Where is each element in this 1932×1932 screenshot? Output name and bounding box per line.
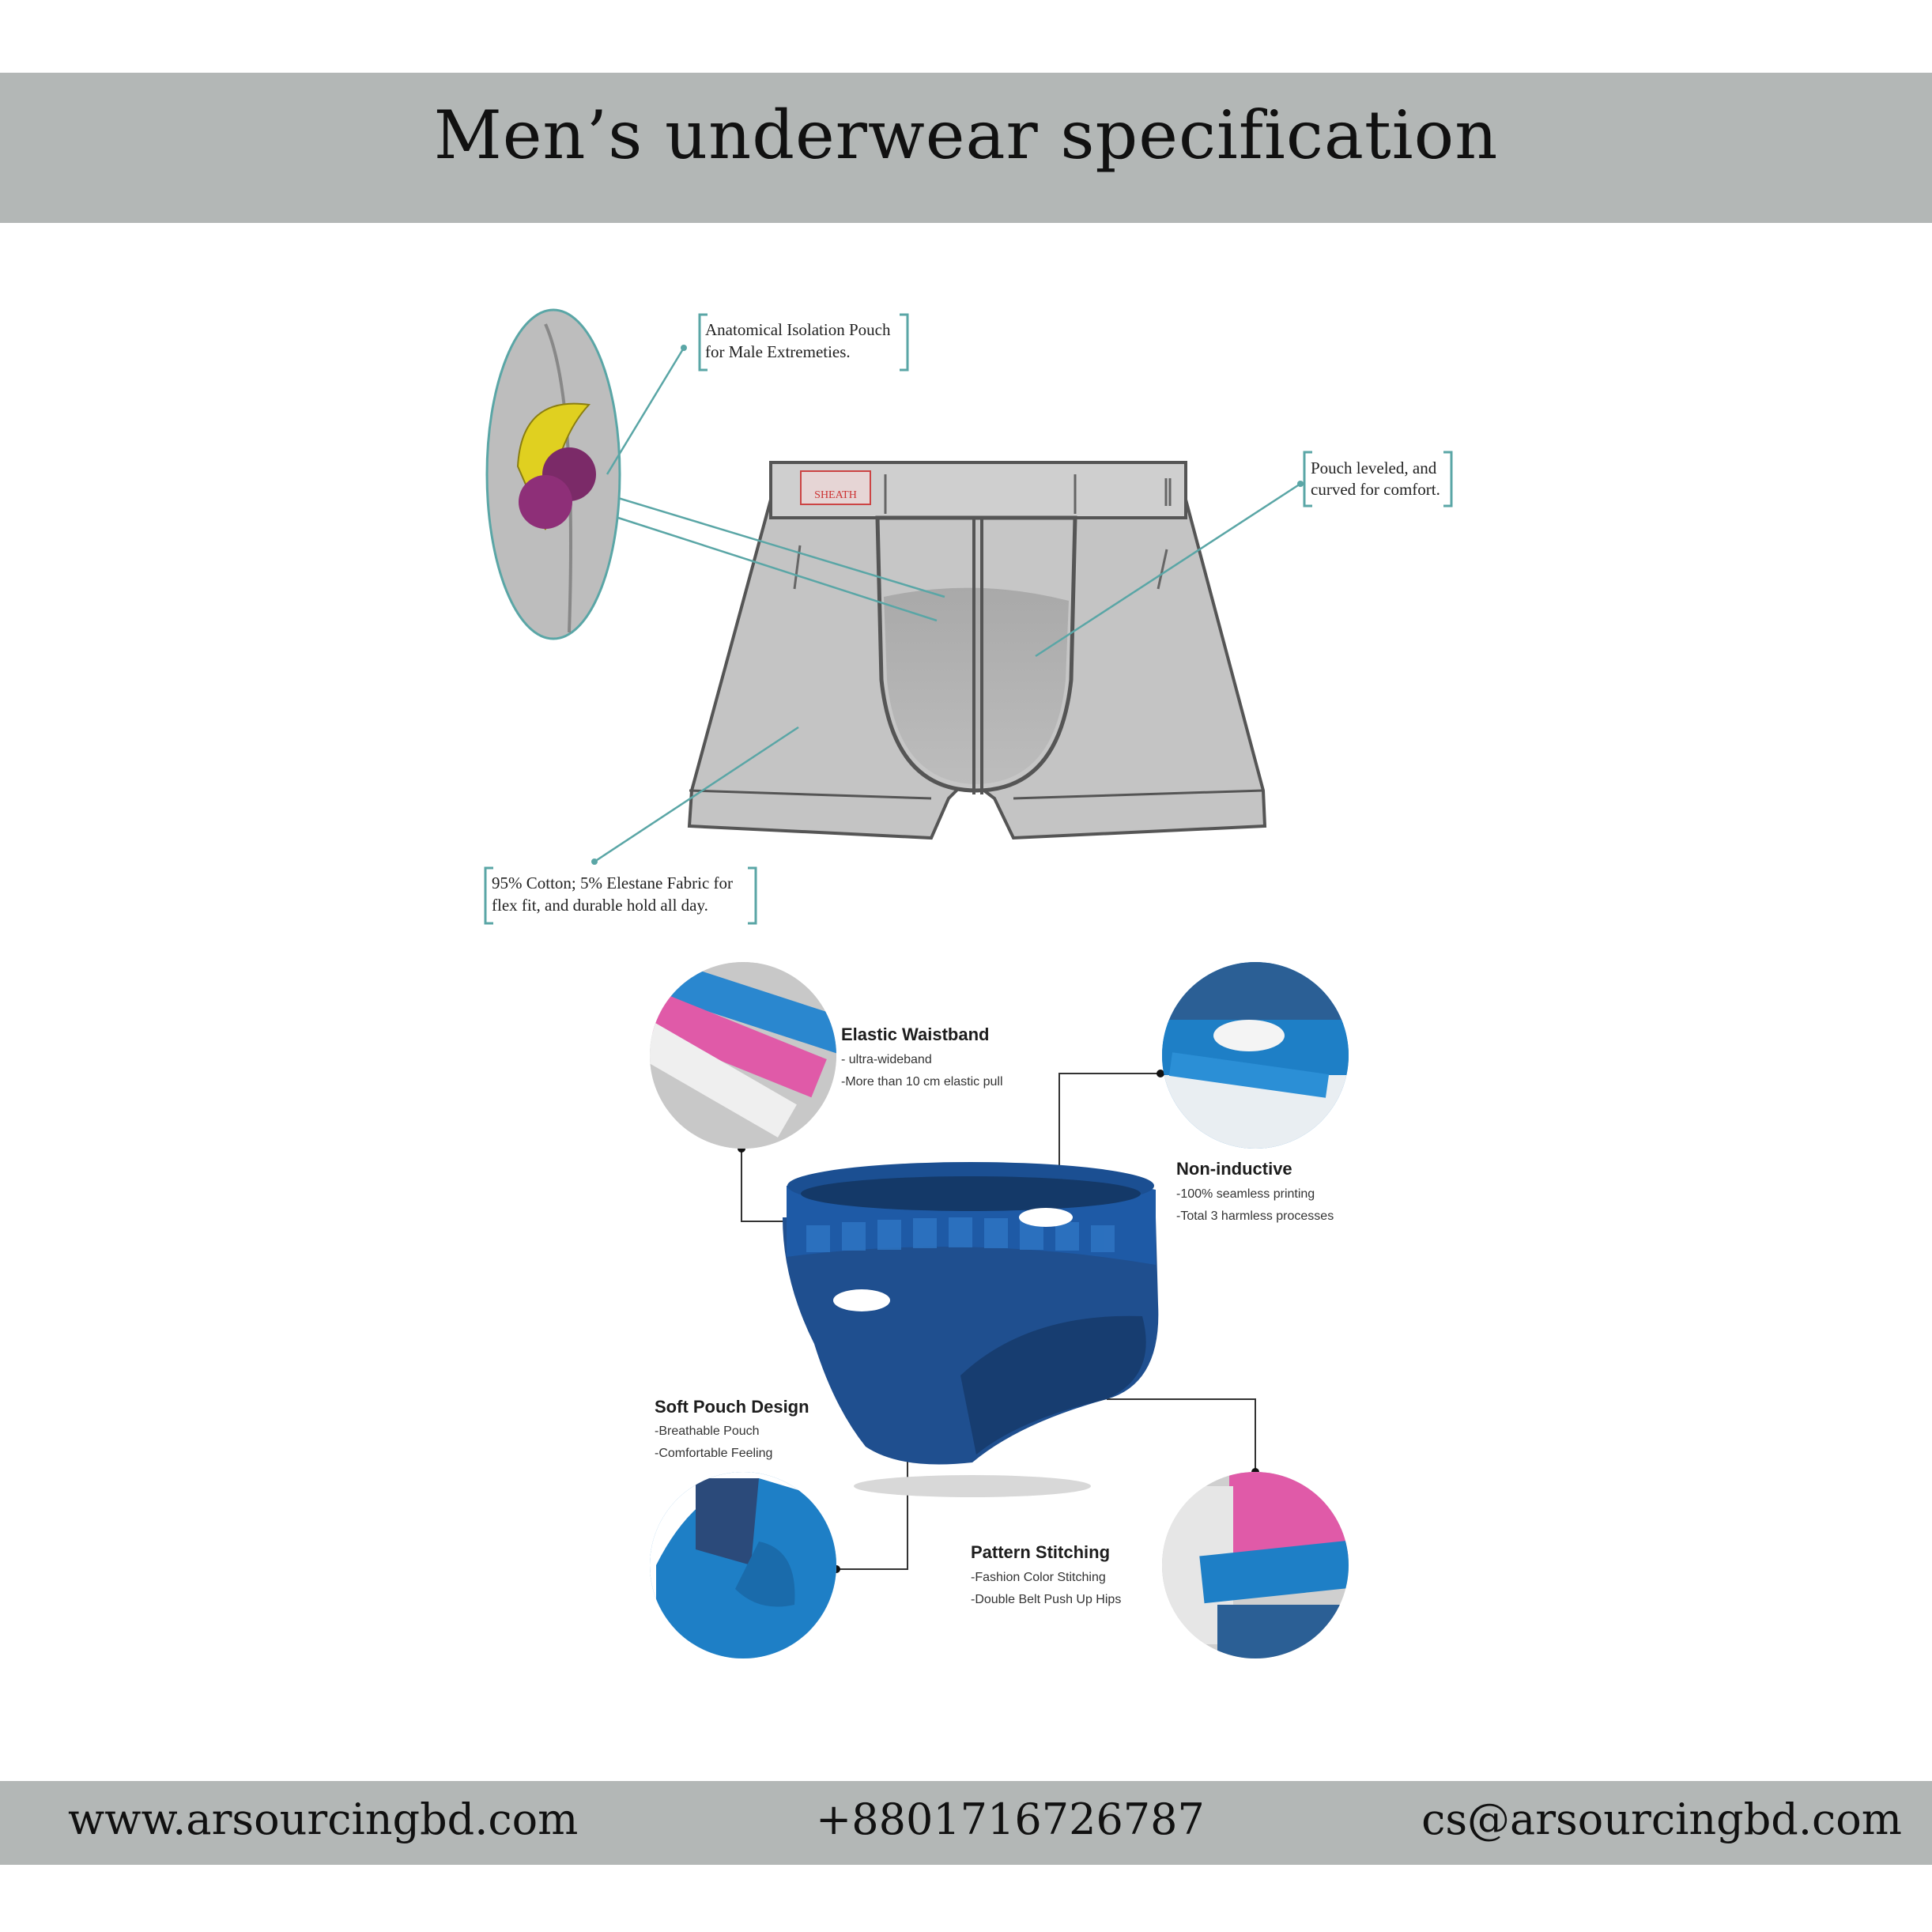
callout-leveled-line1: Pouch leveled, and: [1311, 458, 1437, 477]
callout-isolation-line2: for Male Extremeties.: [705, 342, 851, 361]
page-title: Men’s underwear specification: [433, 96, 1499, 174]
header-bar: [0, 73, 1932, 223]
footer-phone[interactable]: +8801716726787: [816, 1794, 1205, 1844]
briefs-diagram: Elastic Waistband - ultra-wideband -More…: [650, 962, 1349, 1658]
callout-isolation-line1: Anatomical Isolation Pouch: [705, 320, 891, 339]
footer-website-link[interactable]: www.arsourcingbd.com: [68, 1794, 579, 1844]
feature-pattern-stitching-line1: -Fashion Color Stitching: [971, 1571, 1106, 1584]
callout-fabric-line1: 95% Cotton; 5% Elestane Fabric for: [492, 874, 733, 892]
detail-circle-pattern-stitching: [1162, 1472, 1349, 1658]
feature-elastic-waistband-title: Elastic Waistband: [841, 1024, 989, 1044]
footer-bar: [0, 1781, 1932, 1865]
feature-soft-pouch-title: Soft Pouch Design: [655, 1397, 809, 1417]
feature-non-inductive-line1: -100% seamless printing: [1176, 1187, 1315, 1201]
feature-elastic-waistband-line2: -More than 10 cm elastic pull: [841, 1075, 1003, 1089]
callout-leveled-line2: curved for comfort.: [1311, 480, 1440, 499]
feature-pattern-stitching-line2: -Double Belt Push Up Hips: [971, 1593, 1121, 1606]
feature-non-inductive-title: Non-inductive: [1176, 1159, 1292, 1179]
callout-fabric-line2: flex fit, and durable hold all day.: [492, 896, 708, 915]
boxer-diagram: SHEATH: [484, 308, 1453, 925]
detail-circle-waistband: [650, 962, 836, 1149]
footer-email-link[interactable]: cs@arsourcingbd.com: [1421, 1794, 1902, 1844]
feature-non-inductive-line2: -Total 3 harmless processes: [1176, 1209, 1334, 1223]
feature-soft-pouch-line1: -Breathable Pouch: [655, 1424, 760, 1438]
feature-pattern-stitching-title: Pattern Stitching: [971, 1542, 1110, 1562]
detail-circle-non-inductive: [1162, 962, 1349, 1149]
brand-tag: SHEATH: [814, 489, 857, 501]
feature-elastic-waistband-line1: - ultra-wideband: [841, 1053, 932, 1066]
detail-circle-soft-pouch: [650, 1472, 836, 1658]
feature-soft-pouch-line2: -Comfortable Feeling: [655, 1447, 772, 1460]
